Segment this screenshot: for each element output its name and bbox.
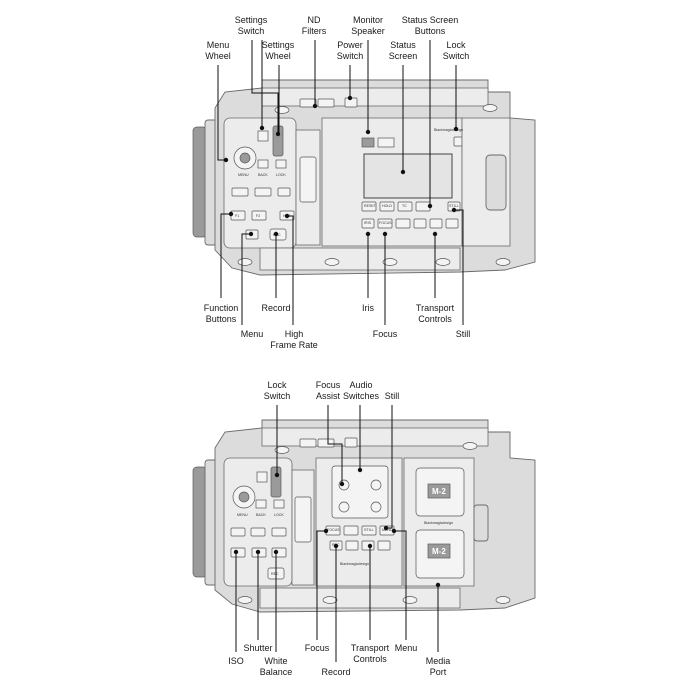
bottom-brand2-text: Blackmagicdesign [424, 521, 453, 525]
top-f2-text: F2 [256, 214, 260, 218]
top-iris-text: IRIS [364, 221, 372, 225]
label-b-focus: Focus [305, 643, 330, 653]
label-function-buttons-1: Function [204, 303, 239, 313]
top-leader-lines [217, 40, 464, 325]
top-lock-text: LOCK [276, 173, 286, 177]
label-iris: Iris [362, 303, 374, 313]
top-menu-text: MENU [238, 173, 249, 177]
label-focus: Focus [373, 329, 398, 339]
label-b-menu: Menu [395, 643, 418, 653]
label-menu-wheel-1: Menu [207, 40, 230, 50]
bottom-focus-text: FOCUS [327, 528, 340, 532]
top-brand-text: Blackmagicdesign [434, 128, 463, 132]
bottom-leader-lines [233, 405, 441, 662]
bottom-still-text: STILL [364, 528, 374, 532]
label-status-screen-2: Screen [389, 51, 418, 61]
top-f1-text: F1 [235, 214, 239, 218]
label-b-media-port-2: Port [430, 667, 447, 677]
label-b-shutter: Shutter [243, 643, 272, 653]
label-b-audio-switches-2: Switches [343, 391, 380, 401]
top-labels: Settings Switch ND Filters Monitor Speak… [204, 15, 471, 350]
label-b-transport-controls-2: Controls [353, 654, 387, 664]
label-b-lock-switch-2: Switch [264, 391, 291, 401]
top-back-text: BACK [258, 173, 268, 177]
label-high-frame-rate-1: High [285, 329, 304, 339]
label-b-white-balance-2: Balance [260, 667, 293, 677]
label-function-buttons-2: Buttons [206, 314, 237, 324]
media-badge-2: M-2 [432, 547, 446, 556]
label-still: Still [456, 329, 471, 339]
label-status-screen-buttons-2: Buttons [415, 26, 446, 36]
label-b-media-port-1: Media [426, 656, 451, 666]
bottom-back-text: BACK [256, 513, 266, 517]
label-b-white-balance-1: White [264, 656, 287, 666]
label-monitor-speaker-2: Speaker [351, 26, 385, 36]
label-transport-controls-1: Transport [416, 303, 455, 313]
bottom-brand-text: Blackmagicdesign [340, 562, 369, 566]
bottom-labels: Lock Switch Focus Assist Audio Switches … [228, 380, 450, 677]
label-nd-filters-2: Filters [302, 26, 327, 36]
label-status-screen-1: Status [390, 40, 416, 50]
label-record: Record [261, 303, 290, 313]
label-settings-switch-1: Settings [235, 15, 268, 25]
top-still-text: STILL [449, 204, 459, 208]
bottom-menu-text: MENU [237, 513, 248, 517]
label-settings-switch-2: Switch [238, 26, 265, 36]
label-power-switch-2: Switch [337, 51, 364, 61]
label-menu: Menu [241, 329, 264, 339]
label-nd-filters-1: ND [308, 15, 321, 25]
label-settings-wheel-2: Wheel [265, 51, 291, 61]
label-lock-switch-2: Switch [443, 51, 470, 61]
bottom-camera-illustration: MENU BACK LOCK REC FOCUS STILL MENU REC … [192, 419, 536, 613]
top-camera-illustration: MENU BACK LOCK F1 F2 HFR REC RESET HOLD … [192, 79, 536, 276]
top-tc-text: TC [402, 204, 407, 208]
label-settings-wheel-1: Settings [262, 40, 295, 50]
top-hold-text: HOLD [382, 204, 392, 208]
label-b-iso: ISO [228, 656, 244, 666]
label-menu-wheel-2: Wheel [205, 51, 231, 61]
label-lock-switch-1: Lock [446, 40, 466, 50]
label-b-focus-assist-2: Assist [316, 391, 341, 401]
label-status-screen-buttons-1: Status Screen [402, 15, 459, 25]
label-b-record: Record [321, 667, 350, 677]
label-b-focus-assist-1: Focus [316, 380, 341, 390]
top-reset-text: RESET [364, 204, 377, 208]
label-transport-controls-2: Controls [418, 314, 452, 324]
bottom-menu2-text: MENU [382, 528, 393, 532]
label-monitor-speaker-1: Monitor [353, 15, 383, 25]
top-focus-text: FOCUS [379, 221, 392, 225]
label-b-audio-switches-1: Audio [349, 380, 372, 390]
label-power-switch-1: Power [337, 40, 363, 50]
bottom-rec-text: REC [271, 572, 279, 576]
media-badge-1: M-2 [432, 487, 446, 496]
label-b-transport-controls-1: Transport [351, 643, 390, 653]
label-high-frame-rate-2: Frame Rate [270, 340, 318, 350]
bottom-lock-text: LOCK [274, 513, 284, 517]
label-b-lock-switch-1: Lock [267, 380, 287, 390]
label-b-still: Still [385, 391, 400, 401]
